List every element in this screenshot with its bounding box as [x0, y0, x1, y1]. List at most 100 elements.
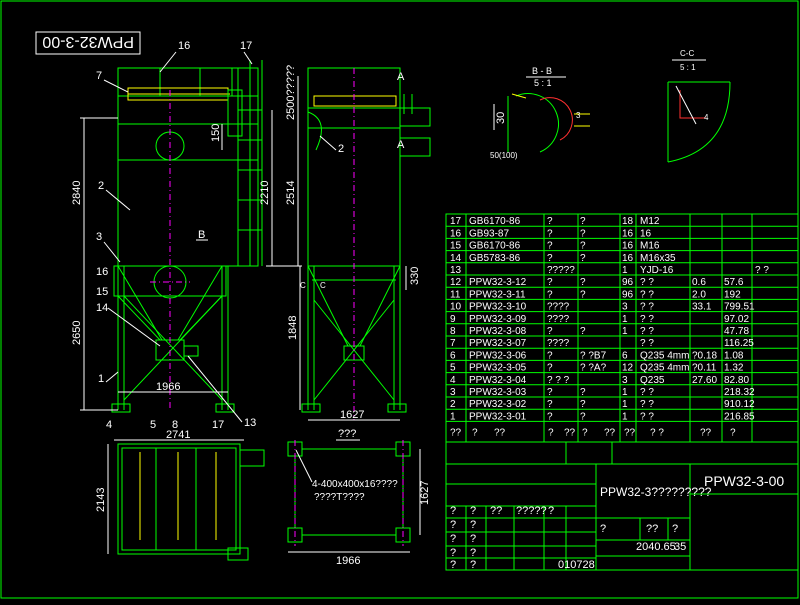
parts-header-1: ?	[472, 427, 478, 438]
parts-row-5-total: 1.32	[724, 363, 744, 374]
parts-header-3: ?	[548, 427, 554, 438]
plan-callout-6: 8	[172, 419, 178, 431]
parts-row-12-unit: 0.6	[692, 277, 706, 288]
parts-row-11-name: ?	[547, 289, 553, 300]
side-callout-2: 2	[338, 143, 344, 155]
parts-row-11-qty: 96	[622, 289, 634, 300]
parts-row-5-code: PPW32-3-05	[469, 363, 527, 374]
detail-cc-title: C-C	[680, 49, 694, 58]
side-view: 1848 1627 330 ??? A A C C 2	[287, 67, 431, 441]
title-cell-7: ?	[470, 519, 476, 531]
parts-row-9-total: 97.02	[724, 314, 749, 325]
parts-header-6: ??	[604, 427, 616, 438]
parts-row-3-mat: ?	[580, 387, 586, 398]
parts-row-13-spec: YJD-16	[640, 265, 674, 276]
parts-row-11-mat: ?	[580, 289, 586, 300]
parts-header-2: ??	[494, 427, 506, 438]
parts-row-14-no: 14	[450, 253, 462, 264]
parts-row-12-name: ?	[547, 277, 553, 288]
parts-row-11-total: 192	[724, 289, 741, 300]
callout-3: 3	[96, 231, 102, 243]
parts-row-14-mat: ?	[580, 253, 586, 264]
callout-14: 14	[96, 302, 108, 314]
callout-16: 16	[96, 266, 108, 278]
dim-front-lower-height: 2650	[71, 321, 83, 345]
title-cell-4: ?????	[516, 505, 547, 517]
callout-7: 7	[96, 70, 102, 82]
parts-row-15-spec: M16	[640, 241, 660, 252]
parts-header-0: ??	[450, 427, 462, 438]
parts-row-10-total: 799.51	[724, 302, 755, 313]
callout-13: 13	[244, 417, 256, 429]
detail-c-c: C-C 5 : 1 4	[667, 49, 731, 163]
plan-view: 2741 2143 4 5 8 17	[95, 419, 265, 561]
parts-row-1-qty: 1	[622, 411, 628, 422]
title-cell-2: ?	[470, 505, 476, 517]
parts-row-5-spec: Q235 4mm	[640, 363, 689, 374]
parts-row-4-spec: Q235	[640, 375, 665, 386]
parts-row-15-code: GB6170-86	[469, 241, 521, 252]
title-cell-c: ?	[672, 523, 678, 535]
parts-row-17-qty: 18	[622, 216, 634, 227]
section-mark-c-right: C	[320, 281, 326, 290]
parts-row-15-mat: ?	[580, 241, 586, 252]
parts-row-13-qty: 1	[622, 265, 628, 276]
parts-row-9-spec: ? ?	[640, 314, 654, 325]
parts-row-10-name: ????	[547, 302, 570, 313]
parts-row-12-qty: 96	[622, 277, 634, 288]
dim-side-bottom-label: ???	[338, 428, 356, 440]
parts-row-17-name: ?	[547, 216, 553, 227]
title-cell-a: ?	[600, 523, 606, 535]
parts-row-2-no: 2	[450, 399, 456, 410]
parts-row-3-name: ?	[547, 387, 553, 398]
parts-row-1-no: 1	[450, 411, 456, 422]
parts-row-5-mat: ? ?A?	[580, 363, 607, 374]
callout-1: 1	[98, 373, 104, 385]
parts-row-8-no: 8	[450, 326, 456, 337]
callout-8: 16	[178, 40, 190, 52]
dim-front-overall-height: 2840	[71, 181, 83, 205]
dim-side-lower: 1848	[287, 316, 299, 340]
parts-row-5-qty: 12	[622, 363, 634, 374]
title-cell-6: ?	[450, 519, 456, 531]
parts-row-5-no: 5	[450, 363, 456, 374]
parts-row-7-total: 116.25	[724, 338, 754, 349]
parts-row-12-code: PPW32-3-12	[469, 277, 527, 288]
parts-header-10: ?	[730, 427, 736, 438]
parts-row-15-no: 15	[450, 241, 462, 252]
parts-row-7-code: PPW32-3-07	[469, 338, 527, 349]
dim-base-width: 1966	[336, 555, 360, 567]
parts-row-17-no: 17	[450, 216, 462, 227]
parts-row-10-code: PPW32-3-10	[469, 302, 527, 313]
parts-row-17-code: GB6170-86	[469, 216, 521, 227]
parts-row-15-qty: 16	[622, 241, 634, 252]
title-block: PPW32-3-00 PPW32-3????????? 2040.65 35 0…	[445, 441, 799, 571]
parts-row-12-no: 12	[450, 277, 462, 288]
detail-bb-mark-3: 3	[576, 111, 581, 120]
parts-row-2-name: ?	[547, 399, 553, 410]
parts-row-6-total: 1.08	[724, 350, 744, 361]
parts-header-4: ??	[564, 427, 576, 438]
parts-row-13-note: ? ?	[755, 265, 769, 276]
base-bolt-note-1: 4-400x400x16????	[312, 479, 398, 490]
drawing-code-box: PPW32-3-00	[35, 31, 141, 55]
parts-row-10-no: 10	[450, 302, 462, 313]
parts-header-9: ??	[700, 427, 712, 438]
parts-row-4-unit: 27.60	[692, 375, 717, 386]
parts-header-5: ?	[582, 427, 588, 438]
parts-row-17-mat: ?	[580, 216, 586, 227]
section-mark-a-bottom: A	[397, 139, 405, 151]
callout-15: 15	[96, 286, 108, 298]
parts-row-16-code: GB93-87	[469, 228, 509, 239]
parts-row-4-no: 4	[450, 375, 456, 386]
parts-row-9-no: 9	[450, 314, 456, 325]
parts-row-16-no: 16	[450, 228, 462, 239]
callout-2: 2	[98, 180, 104, 192]
parts-row-9-code: PPW32-3-09	[469, 314, 527, 325]
detail-bb-scale: 5 : 1	[534, 78, 552, 88]
parts-row-3-code: PPW32-3-03	[469, 387, 527, 398]
section-mark-b: B	[198, 229, 205, 241]
parts-row-16-spec: 16	[640, 228, 652, 239]
parts-row-17-spec: M12	[640, 216, 660, 227]
